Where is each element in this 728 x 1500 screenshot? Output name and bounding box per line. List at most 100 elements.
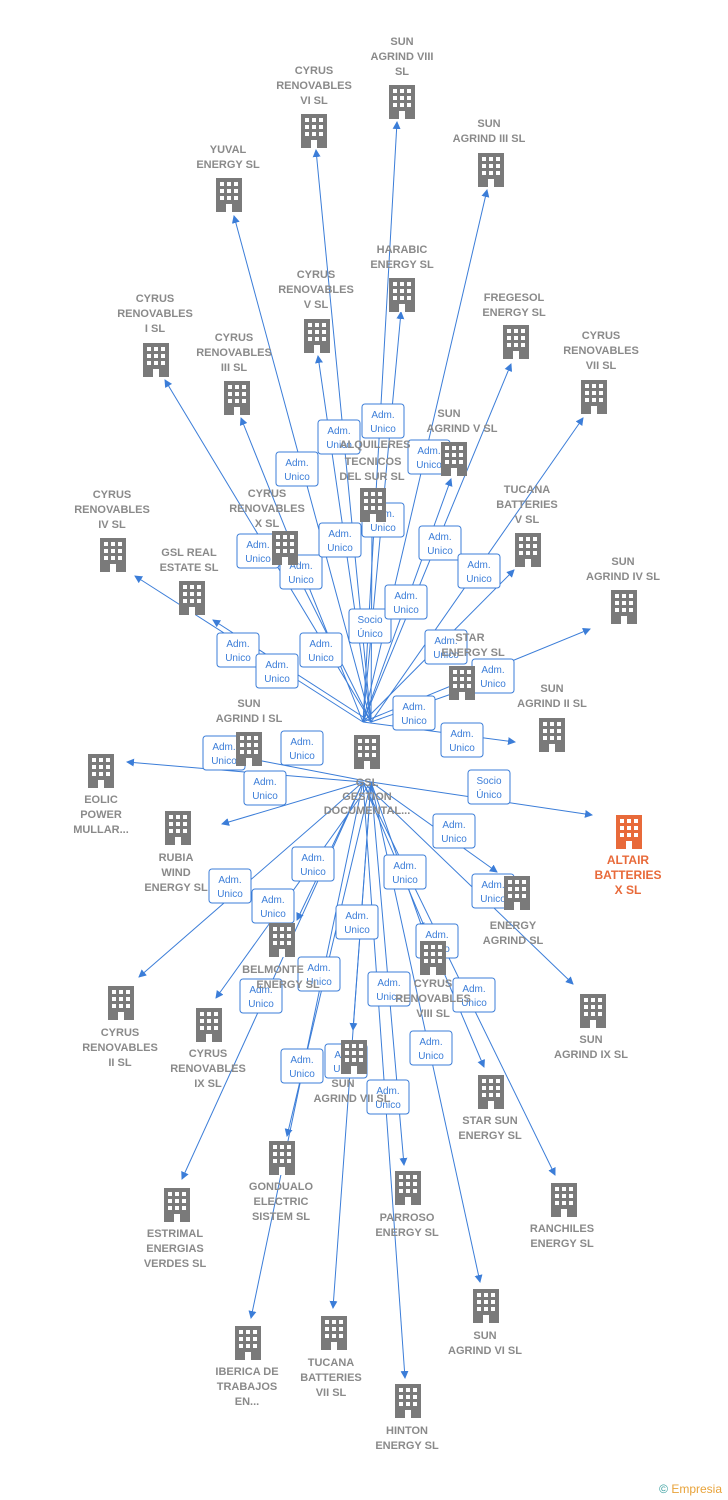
building-icon bbox=[441, 442, 467, 476]
building-icon bbox=[179, 581, 205, 615]
role-badge[interactable]: Adm.Unico bbox=[239, 978, 283, 1014]
role-badge[interactable]: Adm.Unico bbox=[409, 1030, 453, 1066]
role-badge[interactable]: Adm.Unico bbox=[317, 419, 361, 455]
role-badge[interactable]: Adm.Unico bbox=[275, 451, 319, 487]
role-badge[interactable]: Adm.Unico bbox=[452, 977, 496, 1013]
role-badge[interactable]: Adm.Unico bbox=[457, 553, 501, 589]
role-badge[interactable]: Adm.Unico bbox=[418, 525, 462, 561]
role-badge[interactable]: Adm.Unico bbox=[432, 813, 476, 849]
role-badge[interactable]: Adm.Unico bbox=[299, 632, 343, 668]
role-badge[interactable]: Adm.Unico bbox=[424, 629, 468, 665]
badge-line2: Unico bbox=[252, 791, 278, 802]
role-badge[interactable]: Adm.Unico bbox=[335, 904, 379, 940]
role-badge[interactable]: Adm.Unico bbox=[291, 846, 335, 882]
badge-box bbox=[383, 854, 427, 890]
role-badge[interactable]: Adm.Unico bbox=[280, 730, 324, 766]
node-label-line: VI SL bbox=[300, 95, 328, 107]
node-label-line: WIND bbox=[161, 867, 190, 879]
role-badge[interactable]: Adm.Unico bbox=[366, 1079, 410, 1115]
badge-line1: Adm. bbox=[481, 880, 504, 891]
node-center[interactable]: GSLGESTIONDOCUMENTAL... bbox=[324, 735, 411, 817]
role-badge[interactable]: Adm.Unico bbox=[440, 722, 484, 758]
role-badge[interactable]: Adm.Unico bbox=[471, 658, 515, 694]
role-badge[interactable]: Adm.Unico bbox=[280, 1048, 324, 1084]
role-badge[interactable]: Adm.Unico bbox=[297, 956, 341, 992]
role-badge[interactable]: Adm.Unico bbox=[255, 653, 299, 689]
role-badge[interactable]: Adm.Unico bbox=[471, 873, 515, 909]
badge-box bbox=[467, 769, 511, 805]
role-badge[interactable]: Adm.Unico bbox=[251, 888, 295, 924]
role-badge[interactable]: Adm.Unico bbox=[383, 854, 427, 890]
role-badge[interactable]: Adm.Unico bbox=[384, 584, 428, 620]
role-badge[interactable]: Adm.Unico bbox=[392, 695, 436, 731]
badge-line1: Adm. bbox=[481, 665, 504, 676]
footer-brand[interactable]: © Empresia bbox=[659, 1482, 722, 1496]
role-badge[interactable]: Adm.Unico bbox=[216, 632, 260, 668]
building-icon bbox=[581, 380, 607, 414]
role-badge[interactable]: Adm.Unico bbox=[243, 770, 287, 806]
badges-layer: Adm.UnicoAdm.UnicoAdm.UnicoAdm.UnicoAdm.… bbox=[202, 403, 515, 1115]
badge-box bbox=[432, 813, 476, 849]
node-label-line: CYRUS bbox=[248, 488, 287, 500]
building-icon bbox=[304, 319, 330, 353]
node-label-line: RENOVABLES bbox=[229, 503, 305, 515]
building-icon bbox=[504, 876, 530, 910]
role-badge[interactable]: Adm.Unico bbox=[361, 403, 405, 439]
node-eolic[interactable]: EOLICPOWERMULLAR... bbox=[73, 754, 129, 836]
node-label-line: SUN bbox=[540, 683, 563, 695]
node-label-line: ESTRIMAL bbox=[147, 1228, 204, 1240]
role-badge[interactable]: Adm.Unico bbox=[236, 533, 280, 569]
badge-box bbox=[384, 584, 428, 620]
node-iberica[interactable]: IBERICA DETRABAJOSEN... bbox=[215, 1326, 279, 1408]
node-label-line: RENOVABLES bbox=[170, 1063, 246, 1075]
role-badge[interactable]: Adm.Unico bbox=[367, 971, 411, 1007]
badge-line2: Unico bbox=[401, 716, 427, 727]
node-label-line: ALTAIR bbox=[607, 853, 650, 867]
badge-line1: Adm. bbox=[393, 861, 416, 872]
node-label-line: IBERICA DE bbox=[215, 1366, 278, 1378]
badge-line2: Unico bbox=[418, 1051, 444, 1062]
node-label-line: SUN bbox=[390, 36, 413, 48]
role-badge[interactable]: Adm.Unico bbox=[318, 522, 362, 558]
role-badge[interactable]: Adm.Unico bbox=[208, 868, 252, 904]
